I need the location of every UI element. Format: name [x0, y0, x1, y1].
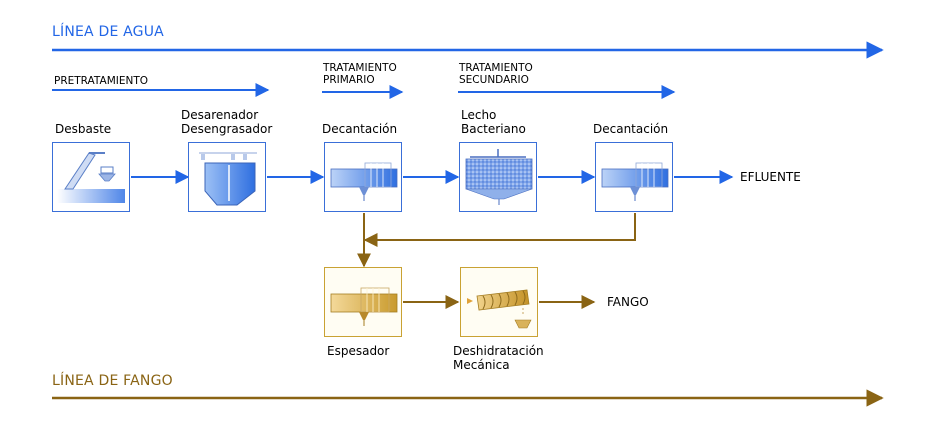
dewatering-unit	[460, 267, 538, 337]
dewatering-label: Deshidratación Mecánica	[453, 344, 544, 372]
degritter-label-line2: Desengrasador	[181, 122, 273, 136]
stage-primary-line2: PRIMARIO	[323, 74, 375, 86]
primary-settler-icon	[330, 162, 398, 201]
thickener-unit	[324, 267, 402, 337]
secondary-sludge-line	[363, 213, 636, 247]
thickener-label: Espesador	[327, 344, 390, 358]
sludge-line-title: LÍNEA DE FANGO	[52, 373, 173, 389]
screening-label: Desbaste	[55, 122, 112, 136]
trickling-filter-label-line2: Bacteriano	[461, 122, 526, 136]
screening-unit	[52, 142, 130, 212]
trickling-filter-label: Lecho Bacteriano	[461, 108, 526, 136]
degritter-label: Desarenador Desengrasador	[181, 108, 272, 136]
trickling-filter-icon	[465, 149, 533, 205]
degritter-icon	[199, 152, 257, 206]
secondary-settling-label: Decantación	[593, 122, 669, 136]
primary-settling-unit	[324, 142, 402, 212]
dewatering-label-line2: Mecánica	[453, 358, 510, 372]
screening-icon	[57, 152, 125, 203]
water-line-title: LÍNEA DE AGUA	[52, 24, 164, 40]
dewatering-screw-icon	[467, 289, 532, 329]
trickling-filter-label-line1: Lecho	[461, 108, 497, 122]
stage-secondary-line1: TRATAMIENTO	[459, 62, 533, 74]
secondary-settler-icon	[601, 162, 669, 201]
secondary-settling-unit	[595, 142, 673, 212]
stage-secondary-label: TRATAMIENTO SECUNDARIO	[459, 62, 533, 86]
trickling-filter-unit	[459, 142, 537, 212]
effluent-label: EFLUENTE	[740, 170, 801, 184]
sludge-output-label: FANGO	[607, 295, 649, 309]
stage-primary-label: TRATAMIENTO PRIMARIO	[323, 62, 397, 86]
primary-settling-label: Decantación	[322, 122, 398, 136]
degritter-label-line1: Desarenador	[181, 108, 259, 122]
dewatering-label-line1: Deshidratación	[453, 344, 544, 358]
stage-secondary-line2: SECUNDARIO	[459, 74, 529, 86]
stage-pretreatment-label: PRETRATAMIENTO	[54, 75, 149, 87]
degritter-unit	[188, 142, 266, 212]
thickener-icon	[330, 287, 398, 326]
stage-primary-line1: TRATAMIENTO	[323, 62, 397, 74]
